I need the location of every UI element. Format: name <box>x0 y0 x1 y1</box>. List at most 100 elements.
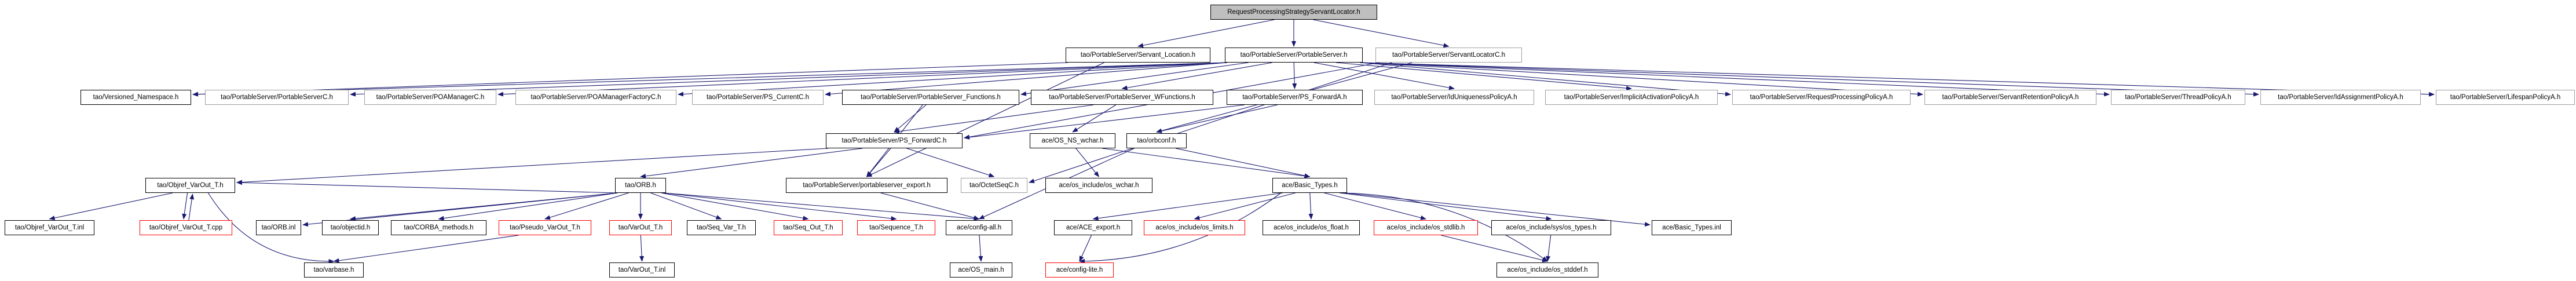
graph-node-orbconf[interactable]: tao/orbconf.h <box>1126 133 1187 148</box>
graph-edge <box>1441 235 1548 262</box>
graph-node-seqvar[interactable]: tao/Seq_Var_T.h <box>687 220 756 235</box>
graph-node-osmain[interactable]: ace/OS_main.h <box>950 262 1012 278</box>
graph-node-versioned[interactable]: tao/Versioned_Namespace.h <box>80 90 191 105</box>
graph-edge <box>333 235 519 263</box>
graph-edge <box>639 235 645 262</box>
graph-edge <box>1156 104 1278 133</box>
graph-edge <box>1194 192 1296 220</box>
graph-node-idassign[interactable]: tao/PortableServer/IdAssignmentPolicyA.h <box>2260 90 2421 105</box>
graph-node-varout_inl[interactable]: tao/VarOut_T.inl <box>609 262 675 278</box>
graph-edge <box>1121 62 1273 90</box>
graph-edge <box>1175 148 1311 178</box>
graph-edge <box>894 104 927 133</box>
graph-node-varout_h[interactable]: tao/VarOut_T.h <box>609 220 672 235</box>
graph-edge <box>1308 192 1313 220</box>
graph-node-orb_h[interactable]: tao/ORB.h <box>615 178 666 193</box>
graph-node-basictypes[interactable]: ace/Basic_Types.h <box>1272 178 1347 193</box>
graph-edge <box>1313 62 1455 90</box>
graph-edge <box>1360 62 1923 97</box>
graph-node-reqproc[interactable]: tao/PortableServer/RequestProcessingPoli… <box>1732 90 1911 105</box>
graph-edge <box>208 192 335 264</box>
graph-node-poamgr[interactable]: tao/PortableServer/POAManagerC.h <box>364 90 496 105</box>
graph-edge <box>1079 235 1092 262</box>
graph-node-octetseqc[interactable]: tao/OctetSeqC.h <box>961 178 1027 193</box>
graph-edge <box>1137 19 1275 48</box>
graph-node-poamgrfac[interactable]: tao/PortableServer/POAManagerFactoryC.h <box>515 90 676 105</box>
graph-edge <box>1339 192 1548 262</box>
graph-node-objref_inl[interactable]: tao/Objref_VarOut_T.inl <box>5 220 94 235</box>
graph-node-pseudo[interactable]: tao/Pseudo_VarOut_T.h <box>499 220 591 235</box>
graph-node-systypes[interactable]: ace/os_include/sys/os_types.h <box>1491 220 1611 235</box>
graph-edge <box>49 192 173 221</box>
graph-node-oswchar[interactable]: ace/os_include/os_wchar.h <box>1045 178 1152 193</box>
graph-node-osstdlib[interactable]: ace/os_include/os_stdlib.h <box>1374 220 1478 235</box>
graph-node-psfwdc[interactable]: tao/PortableServer/PS_ForwardC.h <box>826 133 963 148</box>
graph-edge <box>678 62 1228 97</box>
graph-node-configlite[interactable]: ace/config-lite.h <box>1045 262 1114 278</box>
graph-node-objref_cpp[interactable]: tao/Objref_VarOut_T.cpp <box>140 220 232 235</box>
graph-edge <box>1344 192 1651 227</box>
graph-node-aceexport[interactable]: ace/ACE_export.h <box>1054 220 1132 235</box>
graph-edge <box>894 104 1094 134</box>
graph-edge <box>1360 62 2110 97</box>
graph-node-lifespan[interactable]: tao/PortableServer/LifespanPolicyA.h <box>2436 90 2575 105</box>
graph-node-servret[interactable]: tao/PortableServer/ServantRetentionPolic… <box>1924 90 2096 105</box>
graph-edge <box>906 148 995 178</box>
graph-edge <box>192 62 1069 97</box>
graph-edge <box>880 192 980 220</box>
graph-node-psc[interactable]: tao/PortableServer/PortableServerC.h <box>205 90 349 105</box>
graph-node-portableserver[interactable]: tao/PortableServer/PortableServer.h <box>1225 48 1363 63</box>
graph-edge <box>438 192 618 221</box>
graph-node-threadpol[interactable]: tao/PortableServer/ThreadPolicyA.h <box>2111 90 2245 105</box>
graph-node-objref_h[interactable]: tao/Objref_VarOut_T.h <box>145 178 235 193</box>
graph-node-orb_inl[interactable]: tao/ORB.inl <box>256 220 301 235</box>
graph-edge <box>182 192 188 220</box>
graph-node-seqout[interactable]: tao/Seq_Out_T.h <box>774 220 843 235</box>
graph-node-oslimits[interactable]: ace/os_include/os_limits.h <box>1144 220 1245 235</box>
graph-node-servantlocatorc[interactable]: tao/PortableServer/ServantLocatorC.h <box>1375 48 1522 63</box>
graph-node-pscurrent[interactable]: tao/PortableServer/PS_CurrentC.h <box>692 90 824 105</box>
graph-edge <box>964 104 1245 140</box>
graph-node-iduniq[interactable]: tao/PortableServer/IdUniquenessPolicyA.h <box>1374 90 1534 105</box>
graph-node-sequence[interactable]: tao/Sequence_T.h <box>857 220 935 235</box>
graph-edge <box>350 192 618 221</box>
graph-edge <box>1020 62 1249 96</box>
graph-edge <box>236 180 618 194</box>
graph-edge <box>640 148 863 178</box>
graph-edge <box>663 192 897 221</box>
graph-edge <box>1313 19 1450 48</box>
graph-node-configall[interactable]: ace/config-all.h <box>946 220 1012 235</box>
graph-node-corba_methods[interactable]: tao/CORBA_methods.h <box>391 220 486 235</box>
graph-edge <box>1029 62 1392 183</box>
graph-edge <box>1360 62 2435 97</box>
graph-edge <box>650 192 722 220</box>
graph-node-implact[interactable]: tao/PortableServer/ImplicitActivationPol… <box>1545 90 1718 105</box>
graph-node-osstddef[interactable]: ace/os_include/os_stddef.h <box>1496 262 1598 278</box>
graph-node-servant_location[interactable]: tao/PortableServer/Servant_Location.h <box>1066 48 1210 63</box>
graph-edge <box>497 62 1228 97</box>
graph-node-psfunc[interactable]: tao/PortableServer/PortableServer_Functi… <box>842 90 1019 105</box>
graph-edge <box>1079 192 1282 264</box>
graph-edge <box>192 62 1228 97</box>
graph-edge <box>188 194 195 221</box>
graph-node-pswfunc[interactable]: tao/PortableServer/PortableServer_WFunct… <box>1031 90 1213 105</box>
graph-edge <box>1546 235 1552 262</box>
graph-edge <box>1324 192 1426 220</box>
graph-edge <box>350 62 1228 97</box>
graph-node-psexport[interactable]: tao/PortableServer/portableserver_export… <box>786 178 947 193</box>
graph-edge <box>1340 192 1552 221</box>
graph-edge <box>1335 62 1632 91</box>
graph-node-root: RequestProcessingStrategyServantLocator.… <box>1210 5 1377 20</box>
graph-edge <box>978 235 983 262</box>
graph-edge <box>1359 62 1731 97</box>
graph-edge <box>825 62 1228 97</box>
graph-node-osnswchar[interactable]: ace/OS_NS_wchar.h <box>1030 133 1115 148</box>
graph-node-objectid[interactable]: tao/objectid.h <box>322 220 379 235</box>
graph-node-varbase[interactable]: tao/varbase.h <box>304 262 364 278</box>
graph-node-basictypes_inl[interactable]: ace/Basic_Types.inl <box>1652 220 1732 235</box>
graph-node-psfwda[interactable]: tao/PortableServer/PS_ForwardA.h <box>1227 90 1363 105</box>
graph-edge <box>1072 104 1117 133</box>
graph-edge <box>866 148 891 177</box>
graph-node-osfloat[interactable]: ace/os_include/os_float.h <box>1263 220 1360 235</box>
